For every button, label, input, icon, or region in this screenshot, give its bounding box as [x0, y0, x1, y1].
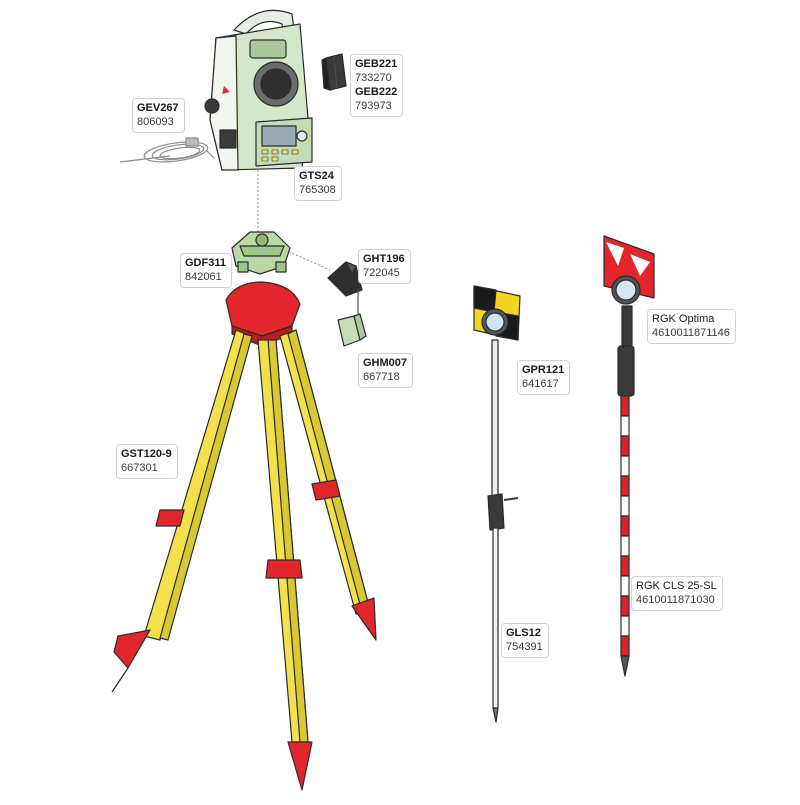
- prism-pole-illustration: [473, 285, 521, 723]
- cable-illustration: [119, 137, 215, 163]
- part-label-rgk-cls-25-sl: RGK CLS 25-SL 4610011871030: [631, 576, 723, 611]
- part-code-secondary: 793973: [355, 100, 392, 112]
- part-name: GLS12: [506, 627, 541, 639]
- part-name-secondary: GEB222: [355, 86, 398, 98]
- reflector-rod-illustration: [603, 235, 655, 677]
- part-name: GHM007: [363, 357, 408, 369]
- part-name: RGK CLS 25-SL: [636, 580, 717, 592]
- part-code: 641617: [522, 378, 559, 390]
- total-station-illustration: [204, 9, 313, 171]
- part-label-gpr121: GPR121 641617: [517, 360, 571, 395]
- part-label-gts24: GTS24 765308: [294, 166, 342, 201]
- part-label-rgk-optima: RGK Optima 4610011871146: [647, 309, 736, 344]
- part-code: 4610011871030: [636, 594, 715, 606]
- part-name: GDF311: [185, 257, 226, 269]
- part-label-ght196: GHT196 722045: [358, 249, 411, 284]
- part-name: GTS24: [299, 170, 334, 182]
- part-code: 4610011871146: [652, 327, 730, 339]
- part-name: GEB221: [355, 58, 398, 70]
- part-code: 667718: [363, 371, 400, 383]
- part-label-gdf311: GDF311 842061: [180, 253, 232, 288]
- part-name: GST120-9: [121, 448, 172, 460]
- tripod-illustration: [111, 281, 377, 791]
- part-code: 733270: [355, 72, 392, 84]
- battery-illustration: [321, 53, 347, 91]
- part-code: 667301: [121, 462, 158, 474]
- part-code: 806093: [137, 116, 174, 128]
- part-label-gev267: GEV267 806093: [132, 98, 185, 133]
- tribrach-illustration: [231, 231, 291, 275]
- connector-dotted-line: [284, 249, 331, 271]
- part-name: RGK Optima: [652, 313, 715, 325]
- part-code: 842061: [185, 271, 222, 283]
- part-code: 765308: [299, 184, 336, 196]
- part-name: GPR121: [522, 364, 565, 376]
- part-name: GEV267: [137, 102, 179, 114]
- part-label-gst120-9: GST120-9 667301: [116, 444, 178, 479]
- part-label-ghm007: GHM007 667718: [358, 353, 414, 388]
- holder-illustration: [327, 261, 363, 297]
- part-name: GHT196: [363, 253, 405, 265]
- part-label-gls12: GLS12 754391: [501, 623, 549, 658]
- part-code: 722045: [363, 267, 400, 279]
- height-meter-illustration: [337, 290, 367, 347]
- part-label-geb221-geb222: GEB221 733270 GEB222 793973: [350, 54, 404, 117]
- part-code: 754391: [506, 641, 543, 653]
